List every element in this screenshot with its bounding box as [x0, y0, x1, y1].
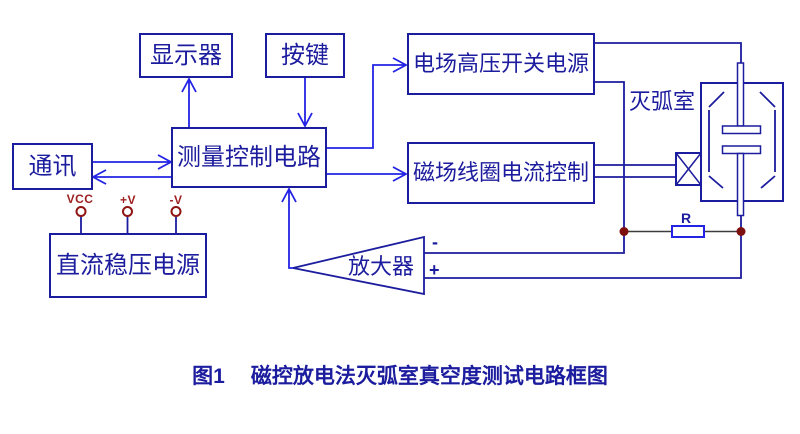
terminal-label-minus-v: -V: [169, 193, 183, 207]
arc-chamber-symbol: [700, 62, 784, 217]
coil-symbol: [675, 152, 702, 186]
arrow-amplifier-to-control: [281, 187, 297, 269]
arrow-control-to-display: [181, 77, 197, 127]
amp-minus-label: -: [432, 232, 438, 252]
arrow-comm-to-control: [93, 154, 173, 170]
wire-field-power-to-electrode: [595, 42, 742, 64]
arc-chamber-label: 灭弧室: [629, 89, 696, 114]
resistor-label: R: [681, 210, 692, 226]
arrow-control-to-comm: [91, 169, 171, 185]
bellows-right: [759, 91, 776, 189]
amplifier-label: 放大器: [348, 254, 415, 279]
bellows-left: [708, 91, 725, 189]
control-block: 测量控制电路: [171, 127, 327, 188]
power-terminal-circles: [75, 206, 182, 217]
coil-control-block: 磁场线圈电流控制: [407, 142, 595, 204]
figure-caption: 图1 磁控放电法灭弧室真空度测试电路框图: [0, 360, 800, 390]
dc-power-block: 直流稳压电源: [49, 233, 207, 298]
chamber-outline: [700, 82, 784, 202]
junction-dot-right: [736, 227, 746, 236]
contact-plate-lower: [721, 145, 762, 155]
contact-plate-upper: [721, 125, 762, 135]
arrow-keypad-to-control: [297, 78, 313, 128]
figure-caption-number: 图1: [192, 365, 225, 388]
terminal-circle-plus-v: [122, 206, 133, 217]
resistor-symbol: [671, 225, 705, 238]
terminal-label-plus-v: +V: [119, 193, 137, 207]
amp-plus-label: +: [429, 260, 440, 280]
resistor-row: [619, 225, 746, 238]
terminal-circle-minus-v: [170, 206, 182, 217]
figure-caption-text: 磁控放电法灭弧室真空度测试电路框图: [250, 365, 608, 388]
electrode-rod-bottom: [736, 152, 745, 217]
field-power-block: 电场高压开关电源: [407, 33, 595, 95]
terminal-label-vcc: VCC: [66, 192, 94, 206]
comm-block: 通讯: [12, 143, 93, 190]
junction-dot-left: [619, 227, 629, 236]
wire-electrode-to-plus-input: [424, 214, 742, 279]
keypad-block: 按键: [265, 33, 345, 78]
arrow-control-to-coil-control: [327, 166, 408, 182]
electrode-rod-top: [736, 62, 745, 127]
terminal-circle-vcc: [75, 206, 87, 217]
display-block: 显示器: [139, 33, 233, 78]
